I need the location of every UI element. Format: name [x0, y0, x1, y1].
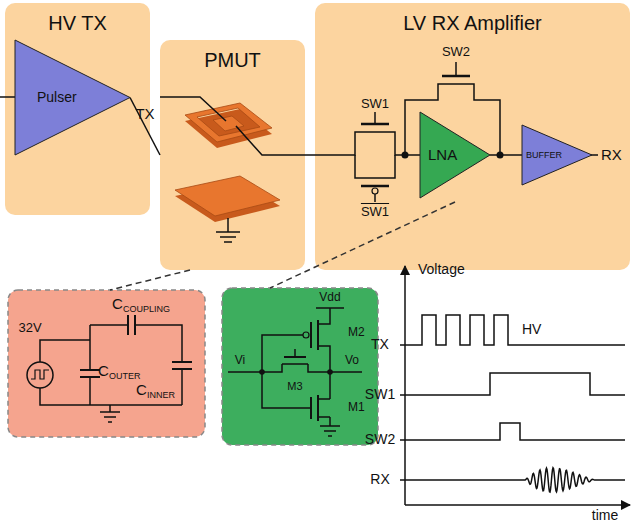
capacitor-label: C [136, 382, 147, 399]
sw1-gate-plate [361, 123, 389, 126]
source-voltage: 32V [18, 321, 41, 335]
junction-dot [497, 152, 504, 159]
pulser-triangle: Pulser [15, 40, 130, 155]
outer-electrode [185, 103, 272, 142]
pin-label: Vo [345, 354, 359, 367]
inverter-wire [316, 308, 344, 426]
capacitor-label: C [112, 296, 123, 313]
block-panel: PMUT [160, 40, 305, 270]
m3-gate-lead [294, 349, 296, 357]
sw1-gate-lead [374, 112, 376, 124]
signal-name: SW2 [365, 432, 395, 447]
junction-dot [402, 152, 409, 159]
rx-wire [236, 126, 305, 155]
bottom-electrode [175, 176, 280, 216]
signal-name: SW1 [365, 387, 395, 402]
inner-electrode [213, 116, 244, 131]
supply-label: Vdd [319, 291, 340, 304]
ground-symbol [216, 218, 240, 242]
sw2-gate-plate [442, 75, 470, 78]
circuit-wire [40, 325, 182, 405]
tx-wire [160, 97, 226, 121]
transistor-gate [310, 322, 312, 419]
signal-wire [305, 132, 420, 155]
sw1b-gate-plate [361, 185, 389, 188]
transistor-channel [317, 320, 319, 421]
ground-symbol [100, 405, 120, 422]
input-wire [0, 96, 15, 98]
transistor-label: M3 [287, 380, 302, 392]
junction-dot [259, 369, 265, 375]
ground-symbol [320, 426, 340, 436]
signal-name: RX [601, 147, 622, 164]
gate-wire [228, 335, 362, 408]
capacitor-subscript: INNER [147, 391, 175, 401]
switch-label: SW1 [361, 205, 389, 219]
time-axis [405, 504, 630, 506]
junction-dot [327, 369, 333, 375]
capacitor-label: C [98, 363, 109, 380]
zoom-leader [110, 270, 190, 290]
signal-name: TX [371, 337, 389, 352]
signal-wire [130, 98, 160, 156]
inner-capacitor [172, 362, 192, 369]
pmut-model-inset [8, 290, 205, 437]
block-title: PMUT [204, 48, 261, 72]
transistor-label: M1 [348, 401, 365, 414]
m1-drain [318, 398, 330, 400]
m3-channel [262, 364, 330, 372]
axis-label: Voltage [418, 262, 465, 277]
block-panel: LV RX AmplifierLNA BUFFER [315, 3, 630, 270]
switch-label: SW1 [361, 97, 389, 111]
m3-gate [284, 356, 306, 358]
block-label: Pulser [37, 89, 77, 106]
coupling-capacitor [128, 315, 135, 335]
sw1b-channel [355, 155, 395, 178]
wire-label: TX [135, 106, 154, 123]
switch-label: SW2 [442, 45, 470, 59]
box-fill [160, 40, 305, 270]
signal-name: RX [370, 472, 389, 487]
sw1b-gate-bubble [372, 188, 378, 194]
block-label: LNA [428, 146, 457, 164]
capacitor-subscript: OUTER [109, 372, 141, 382]
outer-capacitor [80, 370, 100, 377]
box-fill [315, 3, 630, 270]
pulse-source [27, 362, 53, 388]
block-label: BUFFER [526, 150, 562, 161]
axis-label: time [592, 508, 618, 523]
sw2-gate-lead [455, 62, 457, 76]
triangle-shape [15, 40, 130, 155]
capacitor-subscript: COUPLING [123, 305, 170, 315]
block-title: HV TX [48, 11, 107, 35]
lna-triangle: LNA [420, 112, 490, 198]
sw1-waveform [400, 373, 625, 395]
tx-waveform [400, 315, 625, 345]
signal-wire [490, 154, 522, 156]
voltage-axis [404, 266, 406, 505]
sw2-waveform [400, 423, 625, 440]
rx-waveform [400, 468, 625, 492]
pin-label: Vi [235, 354, 245, 367]
bottom-electrode-side [175, 182, 280, 222]
block-title: LV RX Amplifier [403, 11, 542, 35]
box-fill [5, 3, 150, 215]
sw1b-gate-lead [374, 194, 376, 202]
block-panel: HV TX Pulser [5, 3, 150, 215]
top-electrode-side [185, 109, 272, 148]
buffer-triangle: BUFFER [522, 125, 592, 185]
lna-schematic-inset [222, 288, 378, 445]
triangle-shape [420, 112, 490, 198]
level-label: HV [522, 322, 541, 337]
square-wave-symbol [31, 370, 49, 379]
pmos-bubble [303, 332, 309, 338]
triangle-shape [522, 125, 592, 185]
transistor-label: M2 [348, 326, 365, 339]
